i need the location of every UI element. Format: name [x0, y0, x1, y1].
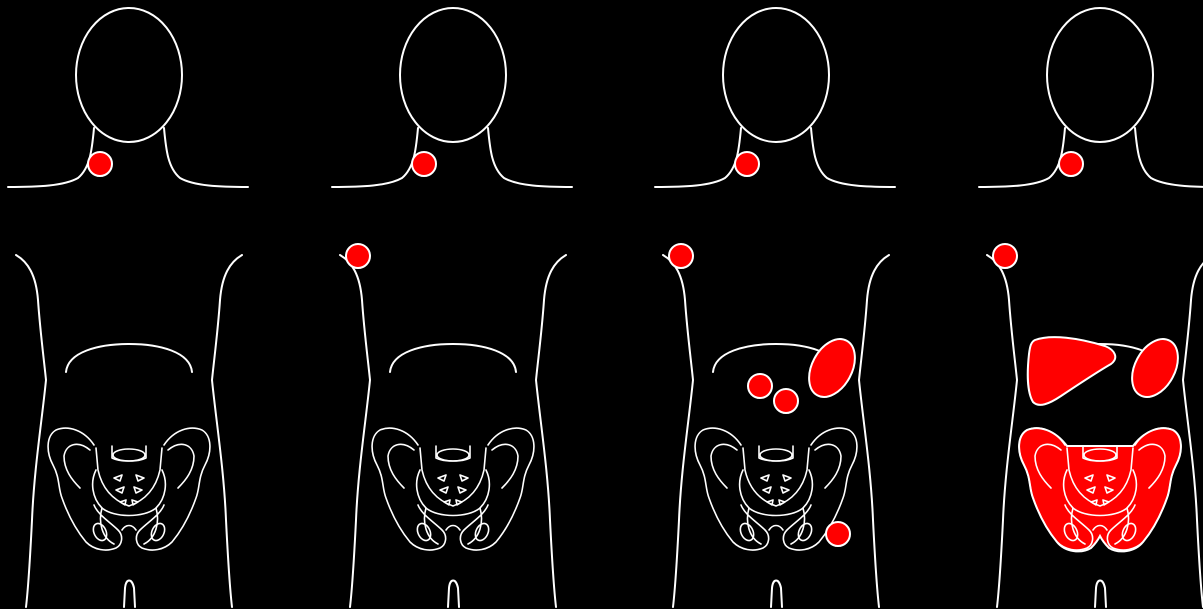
neck-node: [412, 152, 436, 176]
neck-node: [88, 152, 112, 176]
neck-node: [735, 152, 759, 176]
shoulder-node: [346, 244, 370, 268]
shoulder-node: [669, 244, 693, 268]
pelvis-outline: [372, 428, 534, 550]
panel-3: [655, 8, 895, 607]
panel-1: [8, 8, 248, 607]
panel-4: [979, 8, 1203, 607]
abdominal-node-2: [774, 389, 798, 413]
body-outline: [655, 8, 895, 607]
spleen: [1123, 331, 1187, 405]
neck-node: [1059, 152, 1083, 176]
liver: [1028, 337, 1115, 405]
inguinal-node: [826, 522, 850, 546]
body-outline: [8, 8, 248, 607]
shoulder-node: [993, 244, 1017, 268]
pelvis-outline: [48, 428, 210, 550]
panel-2: [332, 8, 572, 607]
pelvic-bone: [1019, 428, 1181, 551]
abdominal-node-1: [748, 374, 772, 398]
spleen: [800, 331, 864, 405]
body-outline: [332, 8, 572, 607]
